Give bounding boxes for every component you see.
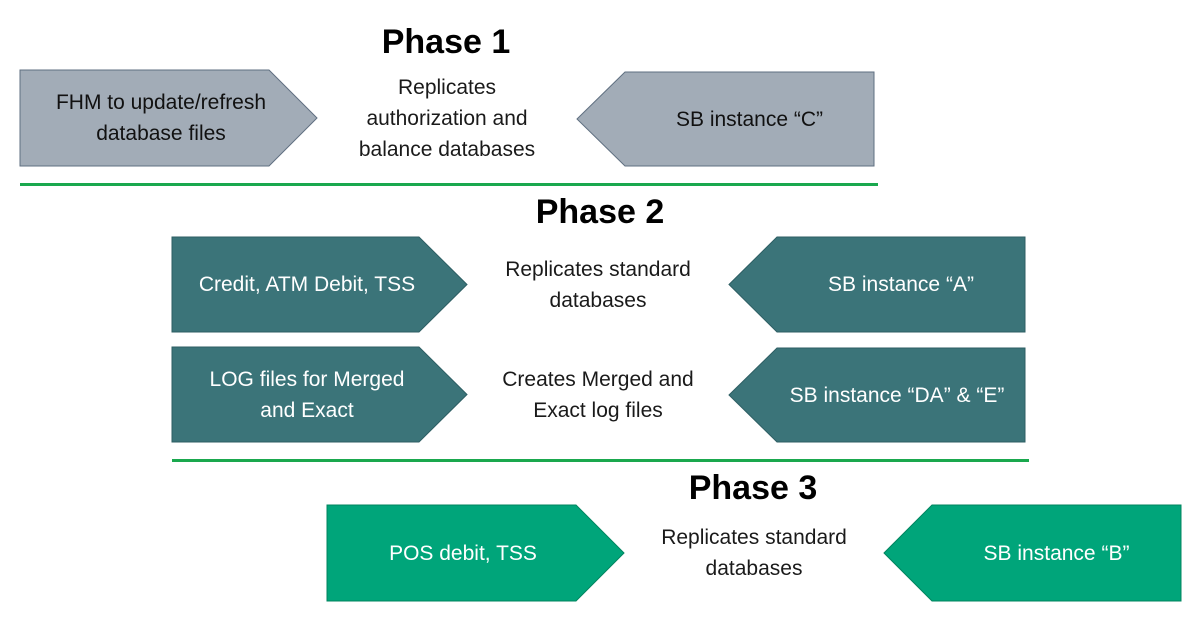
arrow-right-shape: [326, 504, 625, 602]
arrow-right-shape: [171, 346, 468, 443]
phase-2-divider: [172, 459, 1029, 462]
phase-2-row-1-description: Replicates standard databases: [505, 257, 691, 312]
phase-2-row-2-target-label: SB instance “DA” & “E”: [789, 383, 1005, 407]
phase-2-row-2-description: Creates Merged and Exact log files: [502, 367, 694, 422]
phase-1-title: Phase 1: [381, 23, 511, 61]
phase-3-title: Phase 3: [688, 469, 818, 507]
arrow-right-shape: [171, 236, 468, 333]
arrow-left-shape: [883, 504, 1182, 602]
phase-3-target-arrow: SB instance “B”: [883, 504, 1182, 602]
phase-3-description: Replicates standard databases: [661, 526, 847, 580]
phase-3-target-label: SB instance “B”: [983, 541, 1130, 565]
phase-2-row-1-target-arrow: SB instance “A”: [728, 236, 1026, 333]
phase-2-row-1-source-arrow: Credit, ATM Debit, TSS: [171, 236, 468, 333]
phase-1-source-label: FHM to update/refresh database files: [55, 91, 267, 145]
phase-2-row-2-target-arrow: SB instance “DA” & “E”: [728, 347, 1026, 443]
phase-2-title: Phase 2: [535, 193, 665, 231]
phase-1-description: Replicates authorization and balance dat…: [358, 75, 536, 161]
phase-1-divider: [20, 183, 878, 186]
arrow-left-shape: [728, 236, 1026, 333]
phase-2-row-2-source-arrow: LOG files for Merged and Exact: [171, 346, 468, 443]
phase-3-source-label: POS debit, TSS: [389, 541, 537, 565]
phase-2-row-1-source-label: Credit, ATM Debit, TSS: [198, 273, 416, 296]
phase-1-target-label: SB instance “C”: [675, 107, 824, 131]
phase-2-row-1-target-label: SB instance “A”: [828, 273, 974, 296]
arrow-left-shape: [728, 347, 1026, 443]
phase-1-source-arrow: FHM to update/refresh database files: [19, 69, 318, 167]
phase-1-target-arrow: SB instance “C”: [576, 71, 875, 167]
arrow-right-shape: [19, 69, 318, 167]
phase-2-row-2-source-label: LOG files for Merged and Exact: [209, 367, 405, 422]
arrow-left-shape: [576, 71, 875, 167]
phase-3-source-arrow: POS debit, TSS: [326, 504, 625, 602]
